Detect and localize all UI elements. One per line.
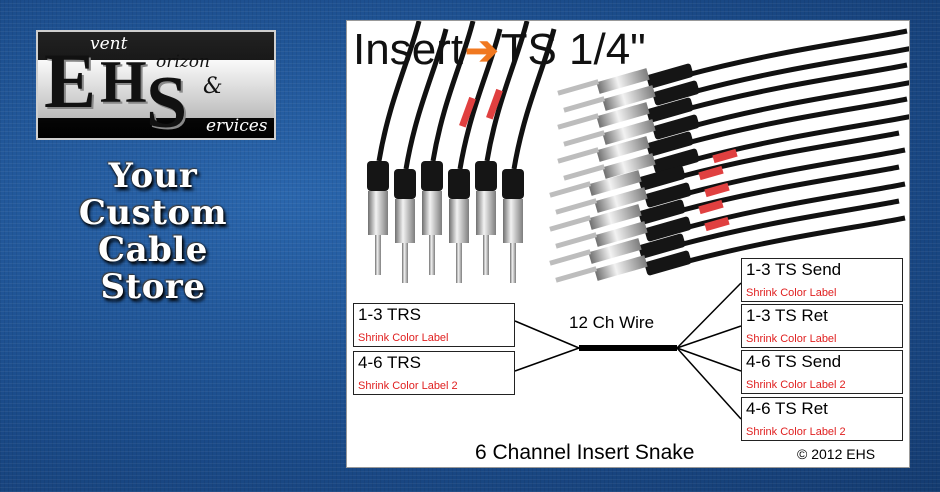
arrow-icon: ➔ <box>465 29 499 73</box>
logo-word-ervices: ervices <box>206 116 268 136</box>
product-panel: Insert➔TS 1/4" 1-3 TRS Shrink Color Labe… <box>346 20 910 468</box>
cable-illustration <box>367 21 909 420</box>
label-main: 4-6 TS Ret <box>746 399 828 418</box>
trs-plug <box>421 21 476 275</box>
trs-plug <box>475 21 530 275</box>
trs-plug <box>394 28 449 283</box>
label-box-4-6-trs: 4-6 TRS Shrink Color Label 2 <box>353 351 515 395</box>
label-sub: Shrink Color Label 2 <box>746 426 846 438</box>
ehs-logo[interactable]: E H S vent orizon & ervices <box>36 30 276 140</box>
trs-plug-group <box>367 21 557 283</box>
ts-plug <box>557 62 908 130</box>
logo-initial-h: H <box>100 49 147 115</box>
label-sub: Shrink Color Label <box>358 332 449 344</box>
label-sub: Shrink Color Label <box>746 287 837 299</box>
trs-plug <box>448 28 503 283</box>
ts-plug <box>549 164 900 232</box>
wire-label: 12 Ch Wire <box>569 313 655 332</box>
tagline-line-1: Your <box>108 156 198 196</box>
label-box-1-3-ts-ret: 1-3 TS Ret Shrink Color Label <box>741 304 903 348</box>
label-sub: Shrink Color Label 2 <box>358 380 458 392</box>
product-caption: 6 Channel Insert Snake <box>475 441 695 464</box>
tagline-line-2: Custom Cable <box>78 193 228 270</box>
ts-plug <box>557 28 908 96</box>
title-left: Insert <box>353 25 464 74</box>
tagline: Your Custom Cable Store <box>18 158 288 306</box>
logo-word-vent: vent <box>90 34 128 54</box>
ts-plug <box>555 181 906 249</box>
ts-plug <box>563 46 909 113</box>
ts-plug <box>563 114 909 181</box>
logo-band <box>38 60 274 118</box>
schematic-lines <box>514 282 742 420</box>
logo-initial-e: E <box>44 37 97 124</box>
label-sub: Shrink Color Label <box>746 333 837 345</box>
label-box-1-3-ts-send: 1-3 TS Send Shrink Color Label <box>741 258 903 302</box>
copyright: © 2012 EHS <box>797 446 876 462</box>
logo-word-orizon: orizon <box>156 52 210 72</box>
label-box-4-6-ts-send: 4-6 TS Send Shrink Color Label 2 <box>741 350 903 394</box>
label-sub: Shrink Color Label 2 <box>746 379 846 391</box>
product-title: Insert➔TS 1/4" <box>353 25 646 76</box>
logo-word-ampersand: & <box>203 74 223 99</box>
ts-plug <box>557 96 908 164</box>
label-main: 1-3 TRS <box>358 305 421 324</box>
trs-plug <box>502 28 557 283</box>
label-main: 1-3 TS Send <box>746 260 842 279</box>
label-main: 1-3 TS Ret <box>746 306 828 325</box>
label-box-1-3-trs: 1-3 TRS Shrink Color Label <box>353 303 515 347</box>
label-box-4-6-ts-ret: 4-6 TS Ret Shrink Color Label 2 <box>741 397 903 441</box>
tagline-line-3: Store <box>100 267 206 307</box>
ts-plug <box>549 130 900 198</box>
ts-plug <box>563 80 909 147</box>
ts-plug <box>555 215 906 283</box>
trs-plug <box>367 21 422 275</box>
ts-plug <box>555 147 906 215</box>
label-main: 4-6 TRS <box>358 353 421 372</box>
logo-initial-s: S <box>146 62 188 144</box>
ts-plug <box>549 198 900 266</box>
label-main: 4-6 TS Send <box>746 352 842 371</box>
title-right: TS 1/4" <box>500 25 646 74</box>
ts-plug-group <box>549 28 909 283</box>
